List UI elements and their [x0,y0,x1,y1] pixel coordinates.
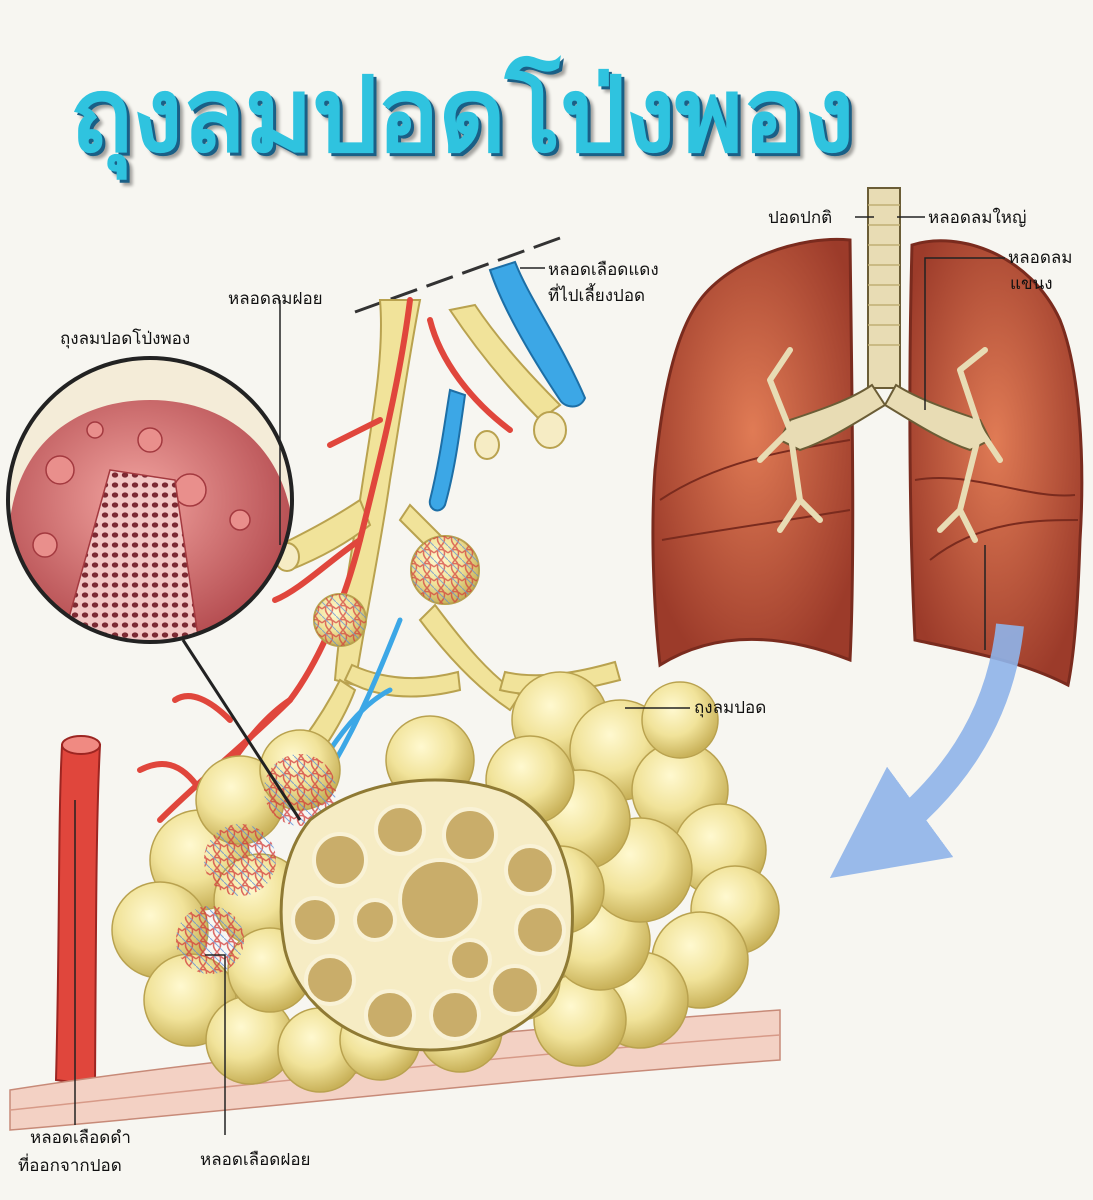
pulmonary-vein [54,744,102,1087]
bronchiole-label: หลอดลมฝอย [228,289,323,309]
emphysema-inset-label: ถุงลมปอดโป่งพอง [60,329,191,349]
emphysema-section [279,778,574,1052]
capillary-label: หลอดเลือดฝอย [200,1150,311,1170]
trachea [867,187,901,389]
trachea-label: หลอดลมใหญ่ [928,208,1027,228]
bronchus-label-line1: หลอดลม [1008,248,1073,268]
right-lung [908,239,1084,688]
normal-lung-label: ปอดปกติ [768,208,833,228]
emphysema-inset [6,356,294,644]
vein-label-line1: หลอดเลือดดำ [30,1128,131,1148]
artery-label-line2: ที่ไปเลี้ยงปอด [548,286,646,306]
blue-vessel-branch [428,388,467,512]
vein-label-line2: ที่ออกจากปอด [18,1156,122,1176]
left-lung [651,237,855,668]
page-title: ถุงลมปอดโป่งพอง [70,54,855,176]
normal-lungs [651,187,1084,688]
zoom-arrow [829,623,1024,879]
bronchus-label-line2: แขนง [1010,274,1053,294]
artery-label-line1: หลอดเลือดแดง [548,260,659,280]
alveoli-label: ถุงลมปอด [694,698,767,718]
